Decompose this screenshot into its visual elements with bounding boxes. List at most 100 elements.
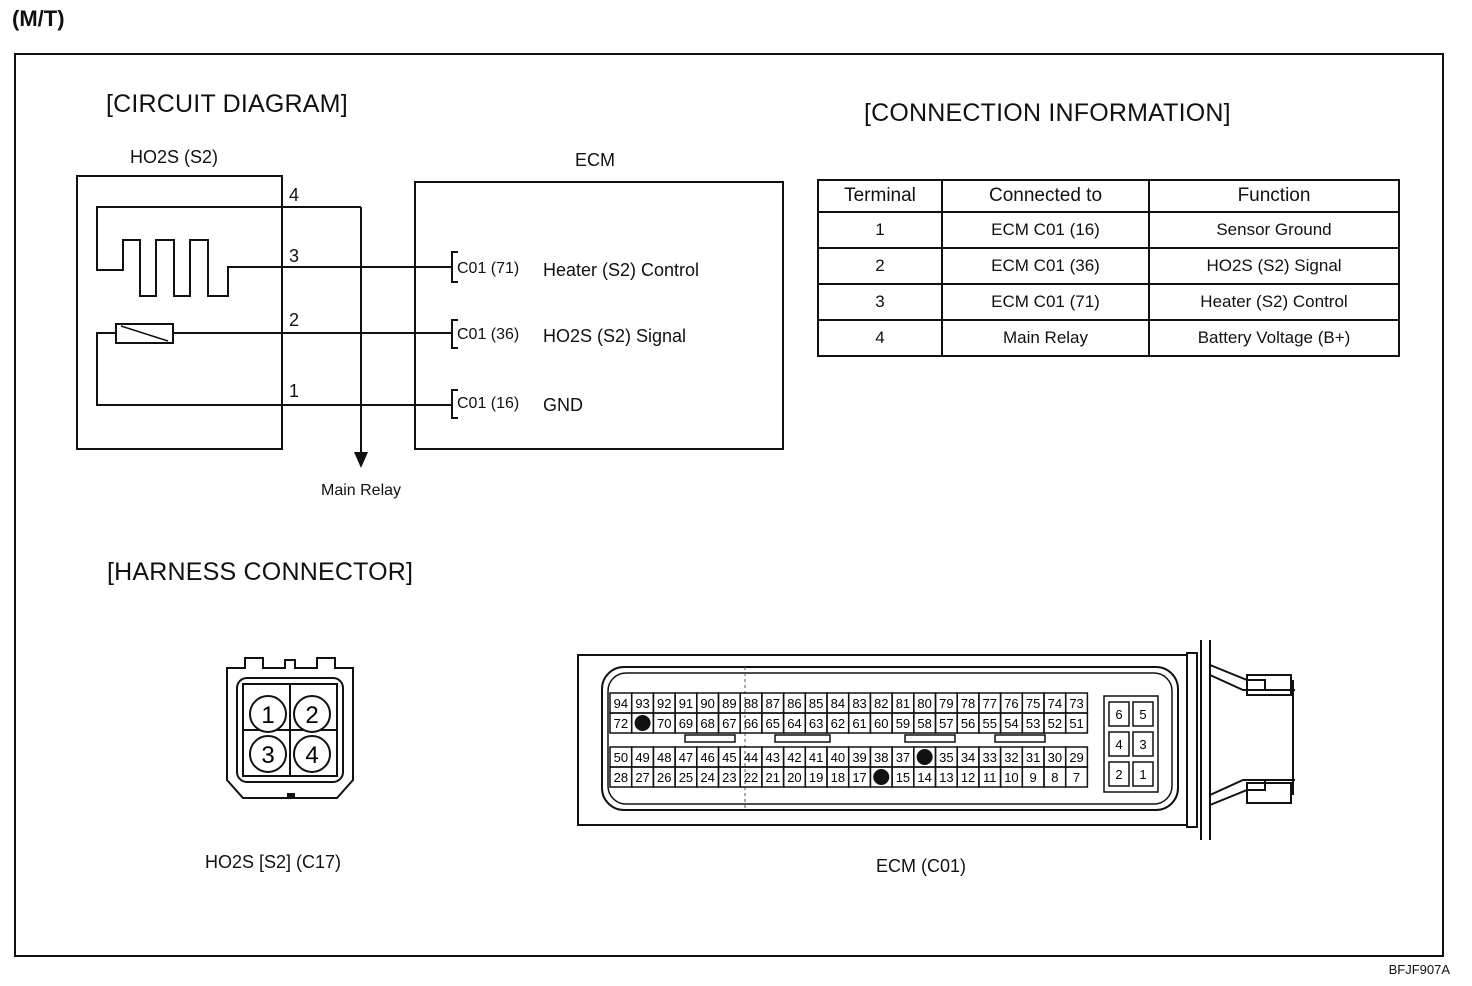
ecm-power-pin-label: 6 xyxy=(1115,707,1122,722)
ecm-pin-label: 27 xyxy=(635,770,649,785)
main-relay-arrow xyxy=(354,452,368,468)
pin-label-4: 4 xyxy=(289,185,300,205)
ecm-pin-label: 87 xyxy=(766,696,780,711)
table-cell: Main Relay xyxy=(941,319,1150,357)
ecm-pin-label: 66 xyxy=(744,716,758,731)
ecm-pin-label: 90 xyxy=(700,696,714,711)
ecm-pin-label: 64 xyxy=(787,716,801,731)
ecm-pin-label: 53 xyxy=(1026,716,1040,731)
column-header: Terminal xyxy=(817,179,943,213)
ecm-pin-label: 93 xyxy=(635,696,649,711)
ecm-label: ECM xyxy=(575,150,615,170)
ecm-pin-label: 30 xyxy=(1048,750,1062,765)
ecm-pin-label: 72 xyxy=(614,716,628,731)
ecm-pin-label: 12 xyxy=(961,770,975,785)
ecm-pin-label: 56 xyxy=(961,716,975,731)
ecm-pin-label: 37 xyxy=(896,750,910,765)
ecm-pin-label: 20 xyxy=(787,770,801,785)
ecm-terminal-name: GND xyxy=(543,395,583,415)
ecm-pin-label: 83 xyxy=(852,696,866,711)
ecm-terminal-name: Heater (S2) Control xyxy=(543,260,700,280)
table-row: 3 ECM C01 (71) Heater (S2) Control xyxy=(817,283,1400,321)
sensor-label: HO2S (S2) xyxy=(130,147,219,167)
ecm-pin-label: 94 xyxy=(614,696,628,711)
ecm-power-pin-cell xyxy=(1108,761,1130,787)
ecm-pin-cell xyxy=(1064,712,1089,734)
ecm-power-pin-cell xyxy=(1132,701,1154,727)
ecm-pin-label: 92 xyxy=(657,696,671,711)
ecm-pin-label: 8 xyxy=(1051,770,1058,785)
ecm-pin-label: 54 xyxy=(1004,716,1018,731)
table-cell: ECM C01 (36) xyxy=(941,247,1150,285)
ecm-pin-label: 85 xyxy=(809,696,823,711)
ecm-pin-label: 69 xyxy=(679,716,693,731)
ecm-pin-label: 78 xyxy=(961,696,975,711)
ecm-pin-label: 40 xyxy=(831,750,845,765)
ecm-pin-label: 89 xyxy=(722,696,736,711)
ecm-pin-label: 23 xyxy=(722,770,736,785)
table-cell: ECM C01 (71) xyxy=(941,283,1150,321)
ecm-power-pin-cell xyxy=(1108,731,1130,757)
ecm-pin-label: 62 xyxy=(831,716,845,731)
ecm-pin-label: 7 xyxy=(1073,770,1080,785)
table-cell: Heater (S2) Control xyxy=(1148,283,1400,321)
ecm-pin-label: 14 xyxy=(917,770,931,785)
ecm-pin-label: 55 xyxy=(983,716,997,731)
ecm-pin-label: 35 xyxy=(939,750,953,765)
ecm-pin-label: 15 xyxy=(896,770,910,785)
ecm-pin-label: 77 xyxy=(983,696,997,711)
ecm-pin-label: 91 xyxy=(679,696,693,711)
ecm-pin-label: 32 xyxy=(1004,750,1018,765)
ecm-pin-label: 61 xyxy=(852,716,866,731)
ecm-pin-label: 13 xyxy=(939,770,953,785)
ecm-pin-used-marker xyxy=(873,769,890,785)
heater-element xyxy=(96,206,452,297)
pin-label-3: 3 xyxy=(289,246,300,266)
ecm-pin-label: 63 xyxy=(809,716,823,731)
ecm-pin-label: 65 xyxy=(766,716,780,731)
ecm-pin-label: 52 xyxy=(1048,716,1062,731)
ecm-terminal-pin: C01 (16) xyxy=(457,395,520,412)
ecm-pin-label: 80 xyxy=(917,696,931,711)
ecm-pin-label: 74 xyxy=(1048,696,1062,711)
ecm-pin-label: 46 xyxy=(700,750,714,765)
ecm-power-pin-label: 1 xyxy=(1139,767,1146,782)
table-cell: 3 xyxy=(817,283,943,321)
circuit-diagram-title: [CIRCUIT DIAGRAM] xyxy=(106,90,348,118)
ecm-pin-label: 70 xyxy=(657,716,671,731)
wire-pin1 xyxy=(96,332,452,406)
ecm-pin-label: 41 xyxy=(809,750,823,765)
ecm-pin-label: 44 xyxy=(744,750,758,765)
ecm-pin-label: 42 xyxy=(787,750,801,765)
ecm-pin-label: 84 xyxy=(831,696,845,711)
ecm-pin-label: 9 xyxy=(1030,770,1037,785)
ecm-pin-used-marker xyxy=(916,749,933,765)
ecm-pin-label: 39 xyxy=(852,750,866,765)
connection-info-title: [CONNECTION INFORMATION] xyxy=(864,99,1231,127)
ecm-power-pin-label: 2 xyxy=(1115,767,1122,782)
table-cell: 1 xyxy=(817,211,943,249)
table-row: 1 ECM C01 (16) Sensor Ground xyxy=(817,211,1400,249)
ecm-pin-label: 86 xyxy=(787,696,801,711)
connection-table: Terminal Connected to Function 1 ECM C01… xyxy=(817,179,1400,357)
ecm-power-pin-cell xyxy=(1132,761,1154,787)
column-header: Connected to xyxy=(941,179,1150,213)
ecm-pin-label: 88 xyxy=(744,696,758,711)
table-cell: HO2S (S2) Signal xyxy=(1148,247,1400,285)
ecm-box xyxy=(414,181,784,450)
sensor-box xyxy=(76,175,283,450)
ecm-pin-label: 25 xyxy=(679,770,693,785)
ecm-pin-label: 28 xyxy=(614,770,628,785)
ecm-pin-label: 43 xyxy=(766,750,780,765)
ecm-terminal-name: HO2S (S2) Signal xyxy=(543,326,687,346)
ecm-pin-label: 21 xyxy=(766,770,780,785)
ecm-pin-label: 59 xyxy=(896,716,910,731)
ecm-power-pin-label: 5 xyxy=(1139,707,1146,722)
sensor-pin-3: 3 xyxy=(261,742,274,769)
pin-label-1: 1 xyxy=(289,381,300,401)
table-cell: Battery Voltage (B+) xyxy=(1148,319,1400,357)
ecm-pin-label: 31 xyxy=(1026,750,1040,765)
ecm-pin-used-marker xyxy=(634,715,651,731)
